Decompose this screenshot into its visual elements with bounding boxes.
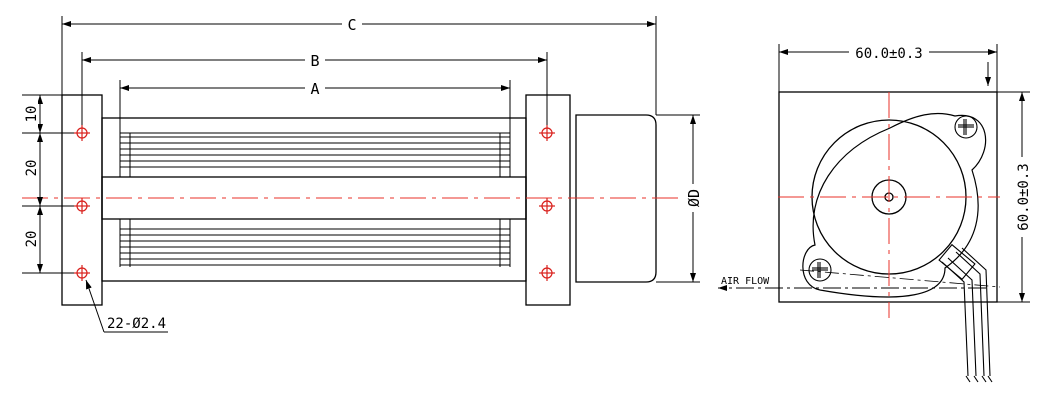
dim-b-label: B — [310, 52, 319, 70]
front-view — [61, 94, 657, 306]
screw-top-right — [954, 115, 978, 139]
motor-cover — [575, 114, 657, 283]
screw-centerline — [799, 269, 1001, 288]
impeller-housing — [101, 117, 527, 282]
dim-d-label: ØD — [685, 189, 703, 207]
hole-note-leader — [85, 279, 168, 333]
hole-right-bottom — [539, 265, 555, 281]
hole-left-mid — [74, 198, 90, 214]
impeller-blades — [119, 132, 511, 267]
hole-left-bottom — [74, 265, 90, 281]
dim-spacing-2-label: 20 — [24, 231, 40, 248]
screw-bottom-left — [808, 258, 832, 282]
dim-c-label: C — [347, 16, 356, 34]
hole-left-top — [74, 125, 90, 141]
dimension-vertical-left — [22, 94, 74, 274]
air-flow-label: AIR FLOW — [721, 276, 770, 287]
height-dim-label: 60.0±0.3 — [1016, 163, 1032, 230]
dim-top-gap-label: 10 — [24, 106, 40, 123]
width-dim-label: 60.0±0.3 — [855, 46, 922, 62]
hole-right-mid — [539, 198, 555, 214]
mounting-holes — [74, 125, 555, 281]
fan-scroll-housing — [802, 112, 987, 298]
fan-wires — [938, 243, 993, 383]
dim-a-label: A — [310, 80, 319, 98]
dim-spacing-1-label: 20 — [24, 160, 40, 177]
hole-note-label: 22-Ø2.4 — [107, 316, 166, 332]
hole-right-top — [539, 125, 555, 141]
